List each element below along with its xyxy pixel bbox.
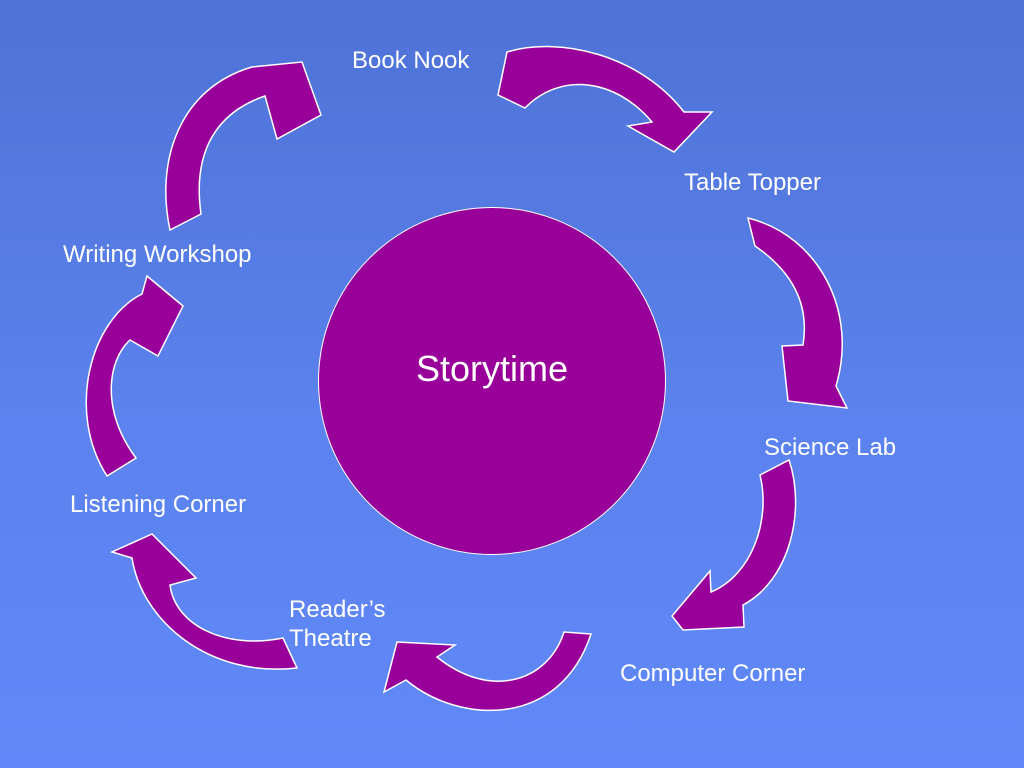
center-label: Storytime	[415, 348, 569, 389]
curved-arrow-icon	[382, 631, 593, 712]
curved-arrow-icon	[165, 61, 322, 232]
station-label-computer-corner: Computer Corner	[620, 660, 806, 687]
curved-arrow-icon	[671, 458, 797, 631]
center-circle: Storytime	[318, 207, 666, 555]
curved-arrow-icon	[746, 216, 849, 409]
station-label-table-topper: Table Topper	[684, 169, 821, 196]
station-label-writing-workshop: Writing Workshop	[63, 241, 252, 268]
curved-arrow-icon	[85, 274, 184, 478]
curved-arrow-icon	[109, 533, 299, 670]
station-label-science-lab: Science Lab	[764, 434, 897, 461]
curved-arrow-icon	[497, 45, 714, 153]
station-label-readers-theatre: Reader’s Theatre	[289, 596, 386, 652]
station-label-book-nook: Book Nook	[352, 47, 470, 74]
station-label-listening-corner: Listening Corner	[70, 491, 247, 518]
